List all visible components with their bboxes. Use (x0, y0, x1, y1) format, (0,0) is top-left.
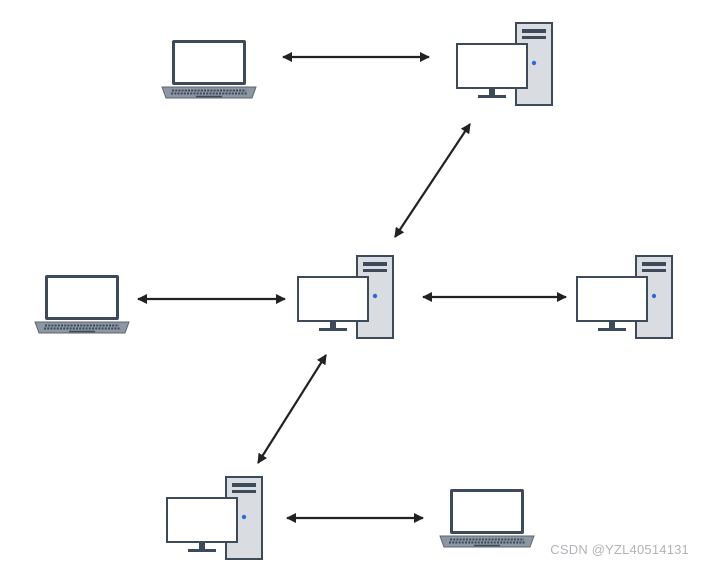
desktop-computer-icon (456, 22, 553, 106)
laptop-icon (161, 39, 257, 99)
watermark-text: CSDN @YZL40514131 (550, 542, 689, 557)
bidirectional-arrow (257, 354, 327, 464)
desktop-computer-icon (166, 476, 263, 560)
laptop-icon (34, 274, 130, 334)
desktop-computer-icon (297, 255, 394, 339)
desktop-computer-icon (576, 255, 673, 339)
laptop-icon (439, 488, 535, 548)
bidirectional-arrow (394, 123, 471, 238)
